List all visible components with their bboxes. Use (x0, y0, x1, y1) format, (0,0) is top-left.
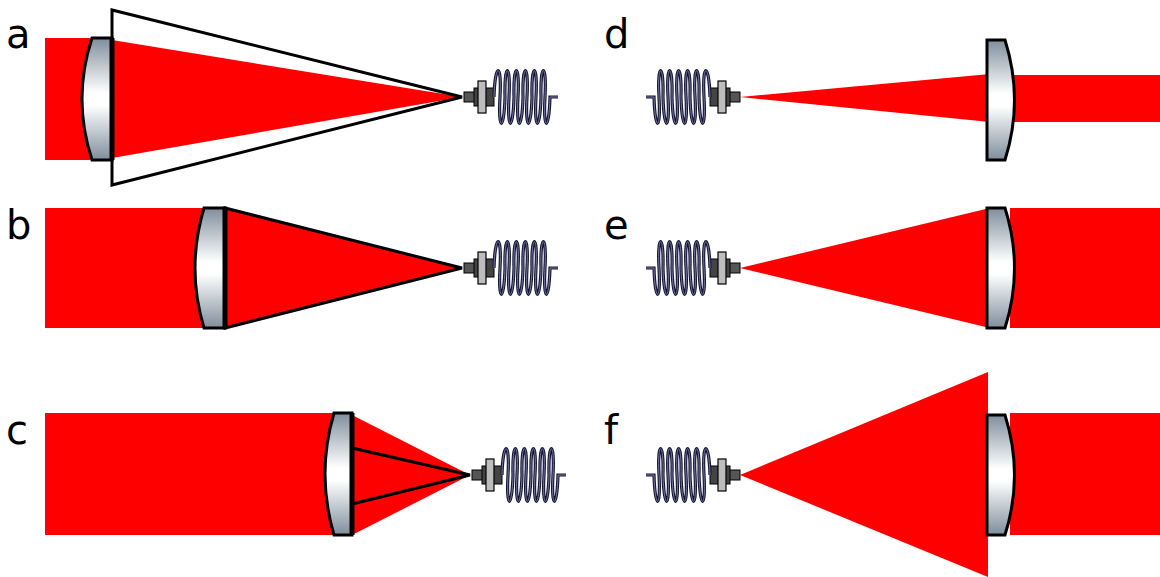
panel-letter: b (6, 205, 31, 245)
connector-flange (718, 81, 726, 113)
panel-d-optics (740, 40, 1160, 160)
collimated-beam (45, 413, 335, 535)
fiber-connector (646, 71, 740, 124)
panel-letter: e (604, 205, 629, 245)
fiber-coil-highlight (502, 449, 566, 502)
connector-flange (718, 252, 726, 284)
lens-flat-face (223, 208, 228, 328)
lens (82, 38, 112, 160)
collimated-beam (1010, 413, 1160, 535)
fiber-coil-highlight (646, 71, 710, 124)
lens (195, 208, 225, 328)
collimated-beam (45, 208, 205, 328)
focused-beam (225, 208, 462, 328)
collimated-beam (1010, 208, 1160, 328)
panel-letter: d (604, 14, 629, 54)
connector-flange (486, 459, 494, 491)
fiber-connector (646, 449, 740, 502)
panel-letter: c (6, 410, 28, 450)
focused-beam (352, 415, 470, 535)
panel-letter: a (6, 14, 31, 54)
fiber-connector (646, 242, 740, 295)
fiber-coil (646, 71, 710, 124)
connector-flange (718, 459, 726, 491)
acceptance-cone (112, 10, 462, 185)
diverging-beam (740, 74, 990, 122)
collimated-beam (1010, 75, 1160, 122)
fiber-coil-highlight (494, 242, 558, 295)
lens (987, 208, 1015, 328)
connector-flange (478, 252, 486, 284)
fiber-connector (464, 242, 558, 295)
panel-b-optics (45, 208, 462, 328)
panel-c-optics (45, 413, 470, 535)
lens (987, 40, 1015, 160)
fiber-coil (646, 449, 710, 502)
fiber-connector (472, 449, 566, 502)
fiber-coil (494, 242, 558, 295)
fiber-connector (464, 71, 558, 124)
lens-flat-face (350, 413, 355, 535)
lens (325, 413, 352, 535)
acceptance-cone (352, 448, 470, 504)
fiber-coil (502, 449, 566, 502)
diverging-beam (740, 372, 988, 577)
fiber-coil-highlight (494, 71, 558, 124)
panel-a-optics (45, 10, 462, 185)
fiber-coil-highlight (646, 242, 710, 295)
fiber-connectors (464, 71, 740, 502)
fiber-coil-highlight (646, 449, 710, 502)
panel-f-optics (740, 372, 1160, 577)
lens-flat-face (110, 38, 115, 160)
panel-e-optics (740, 208, 1160, 328)
connector-flange (478, 81, 486, 113)
panel-letter: f (604, 410, 618, 450)
diverging-beam (740, 208, 990, 328)
fiber-coil (646, 242, 710, 295)
lens (987, 415, 1015, 535)
fiber-coil (494, 71, 558, 124)
